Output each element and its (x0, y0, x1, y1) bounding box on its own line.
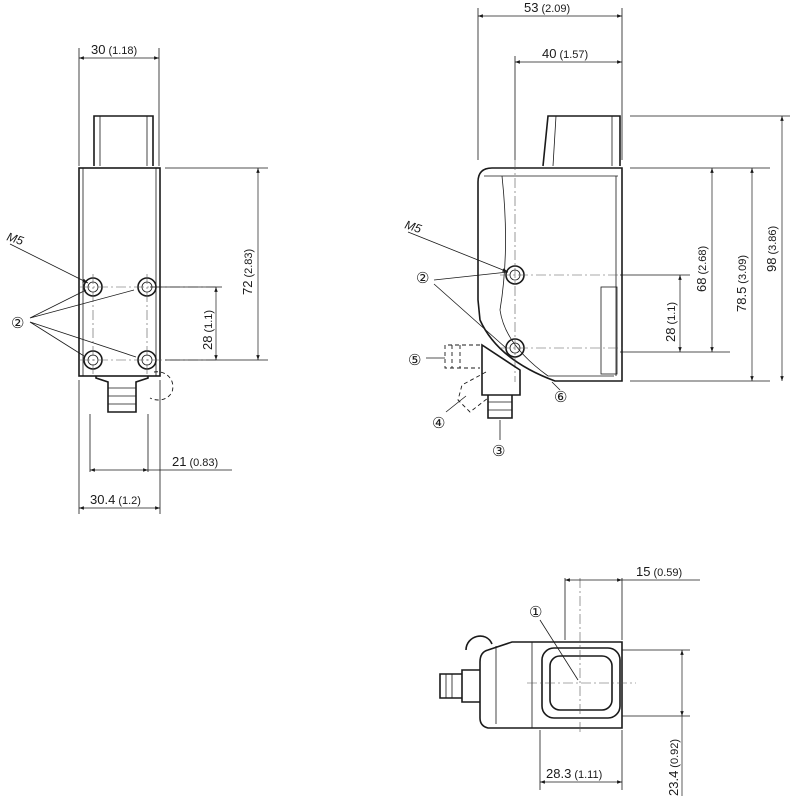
dim-side-hole-spacing: 28(1.1) (663, 302, 678, 342)
front-mount-holes (83, 277, 157, 370)
front-view: 30(1.18) 72(2.83) 28(1.1) 21(0.83) 30.4(… (5, 42, 268, 514)
side-callout-6: ⑥ (554, 389, 567, 406)
dim-bottom-height: 23.4(0.92) (666, 739, 681, 796)
dim-side-total-height: 98(3.86) (764, 226, 779, 272)
dim-front-width-top: 30(1.18) (91, 42, 137, 57)
dim-front-height: 72(2.83) (240, 249, 255, 295)
front-thread-label: M5 (5, 230, 25, 249)
dim-front-connector-offset: 21(0.83) (172, 454, 218, 469)
front-callout-2: ② (11, 315, 24, 332)
dim-side-height-68: 68(2.68) (694, 246, 709, 292)
dim-side-height-78: 78.5(3.09) (734, 255, 749, 312)
side-callout-2: ② (416, 270, 429, 287)
side-callout-4: ④ (432, 415, 445, 432)
bottom-callout-1: ① (529, 604, 542, 621)
dim-side-width-40: 40(1.57) (542, 46, 588, 61)
bottom-housing (479, 641, 623, 729)
side-callout-3: ③ (492, 443, 505, 460)
side-housing (477, 167, 623, 382)
front-housing (78, 167, 161, 377)
bottom-view: 15(0.59) 23.4(0.92) 28.3(1.11) ① (439, 564, 700, 796)
dim-bottom-width: 28.3(1.11) (546, 766, 602, 781)
dim-front-hole-spacing: 28(1.1) (200, 310, 215, 350)
side-thread-label: M5 (403, 218, 423, 237)
dim-side-overall-width: 53(2.09) (524, 0, 570, 15)
side-view: 53(2.09) 40(1.57) 98(3.86) 78.5(3.09) 68… (403, 0, 790, 460)
dim-front-width-bottom: 30.4(1.2) (90, 492, 141, 507)
side-callout-5: ⑤ (408, 352, 421, 369)
dim-bottom-offset: 15(0.59) (636, 564, 682, 579)
